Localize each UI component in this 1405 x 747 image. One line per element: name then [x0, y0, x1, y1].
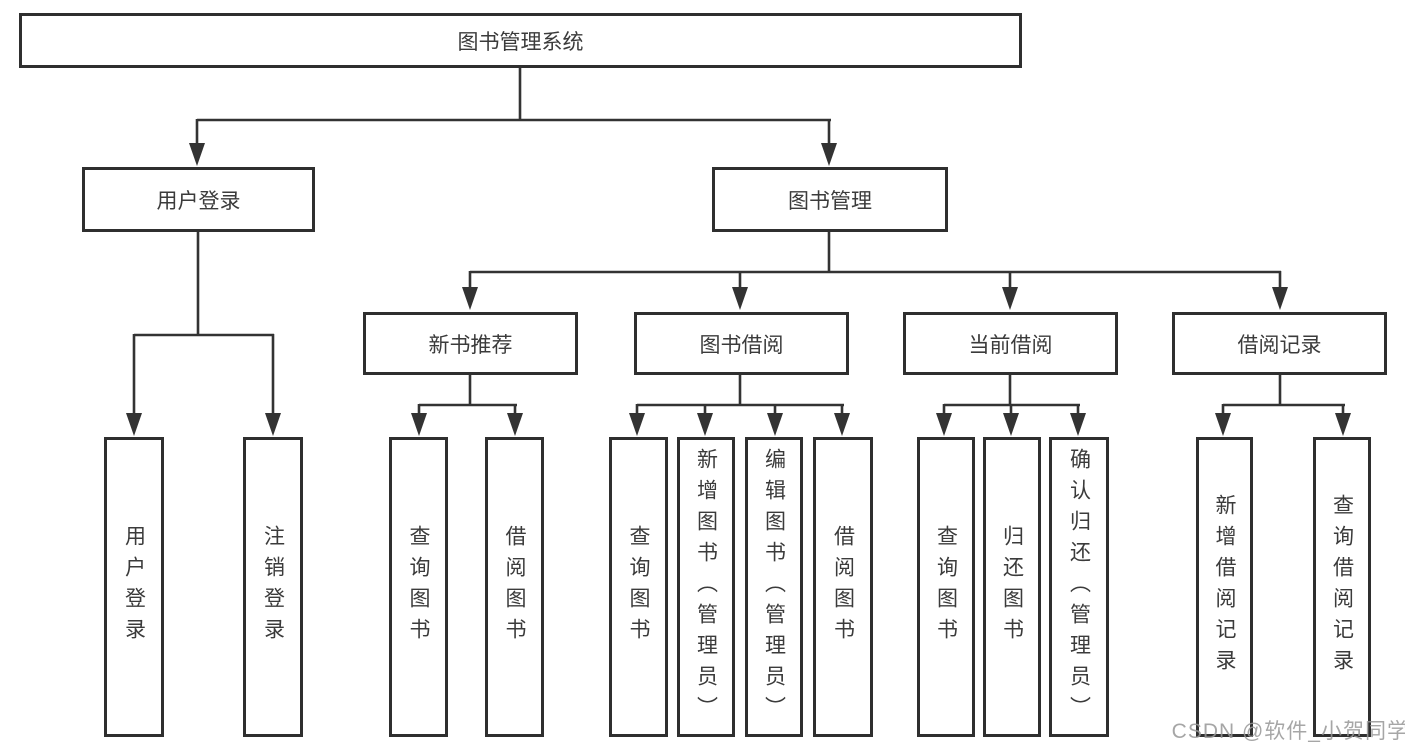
node-current-borrowing: 当前借阅: [903, 312, 1118, 375]
arrowhead-down-icon: [697, 413, 713, 436]
leaf-query-books-current: 查询图书: [917, 437, 975, 737]
leaf-add-books-admin: 新增图书（管理员）: [677, 437, 735, 737]
leaf-query-borrow-record-label: 查询借阅记录: [1330, 494, 1354, 680]
node-new-book-recommend: 新书推荐: [363, 312, 578, 375]
connector-group-2: [462, 232, 1288, 310]
leaf-query-books-borrowing-label: 查询图书: [627, 525, 650, 649]
leaf-edit-books-admin-label: 编辑图书（管理员）: [762, 447, 786, 727]
arrowhead-down-icon: [834, 413, 850, 436]
node-library-system-label: 图书管理系统: [457, 30, 584, 54]
connector-group-4: [629, 375, 850, 436]
arrowhead-down-icon: [936, 413, 952, 436]
leaf-return-books-label: 归还图书: [1000, 525, 1024, 649]
connector-group-6: [1215, 375, 1351, 436]
leaf-borrow-books-label: 借阅图书: [831, 525, 855, 649]
connector-group-3: [411, 375, 523, 436]
connector-group-1: [126, 232, 281, 436]
connector-group-0: [189, 68, 837, 166]
arrowhead-down-icon: [1272, 287, 1288, 310]
leaf-query-books-recommend: 查询图书: [389, 437, 448, 737]
leaf-user-login-label: 用户登录: [122, 525, 146, 649]
leaf-return-books: 归还图书: [983, 437, 1041, 737]
leaf-logout-label: 注销登录: [261, 525, 285, 649]
leaf-edit-books-admin: 编辑图书（管理员）: [745, 437, 803, 737]
arrowhead-down-icon: [1215, 413, 1231, 436]
node-library-system: 图书管理系统: [19, 13, 1022, 68]
leaf-borrow-books-recommend-label: 借阅图书: [503, 525, 526, 649]
node-book-management-label: 图书管理: [788, 189, 872, 213]
arrowhead-down-icon: [1002, 287, 1018, 310]
leaf-add-borrow-record: 新增借阅记录: [1196, 437, 1253, 737]
arrowhead-down-icon: [507, 413, 523, 436]
leaf-query-books-recommend-label: 查询图书: [407, 525, 430, 649]
arrowhead-down-icon: [411, 413, 427, 436]
node-book-borrowing: 图书借阅: [634, 312, 849, 375]
arrowhead-down-icon: [462, 287, 478, 310]
arrowhead-down-icon: [1070, 413, 1086, 436]
node-borrow-records-label: 借阅记录: [1237, 333, 1322, 357]
node-book-borrowing-label: 图书借阅: [699, 333, 784, 357]
node-new-book-recommend-label: 新书推荐: [428, 333, 513, 357]
arrowhead-down-icon: [1335, 413, 1351, 436]
arrowhead-down-icon: [629, 413, 645, 436]
leaf-confirm-return-admin-label: 确认归还（管理员）: [1067, 447, 1091, 727]
connector-group-5: [936, 375, 1086, 436]
arrowhead-down-icon: [126, 413, 142, 436]
node-user-login: 用户登录: [82, 167, 315, 232]
watermark: CSDN @软件_小贺同学: [1171, 720, 1405, 743]
leaf-logout: 注销登录: [243, 437, 303, 737]
node-borrow-records: 借阅记录: [1172, 312, 1387, 375]
node-current-borrowing-label: 当前借阅: [968, 333, 1053, 357]
arrowhead-down-icon: [1003, 413, 1019, 436]
leaf-user-login: 用户登录: [104, 437, 164, 737]
leaf-borrow-books-recommend: 借阅图书: [485, 437, 544, 737]
leaf-add-borrow-record-label: 新增借阅记录: [1213, 494, 1236, 680]
leaf-query-books-borrowing: 查询图书: [609, 437, 668, 737]
node-book-management: 图书管理: [712, 167, 948, 232]
arrowhead-down-icon: [821, 143, 837, 166]
leaf-query-borrow-record: 查询借阅记录: [1313, 437, 1371, 737]
leaf-borrow-books: 借阅图书: [813, 437, 873, 737]
leaf-query-books-current-label: 查询图书: [934, 525, 958, 649]
leaf-confirm-return-admin: 确认归还（管理员）: [1049, 437, 1109, 737]
arrowhead-down-icon: [767, 413, 783, 436]
node-user-login-label: 用户登录: [156, 189, 241, 213]
arrowhead-down-icon: [732, 287, 748, 310]
arrowhead-down-icon: [189, 143, 205, 166]
arrowhead-down-icon: [265, 413, 281, 436]
leaf-add-books-admin-label: 新增图书（管理员）: [694, 447, 718, 727]
